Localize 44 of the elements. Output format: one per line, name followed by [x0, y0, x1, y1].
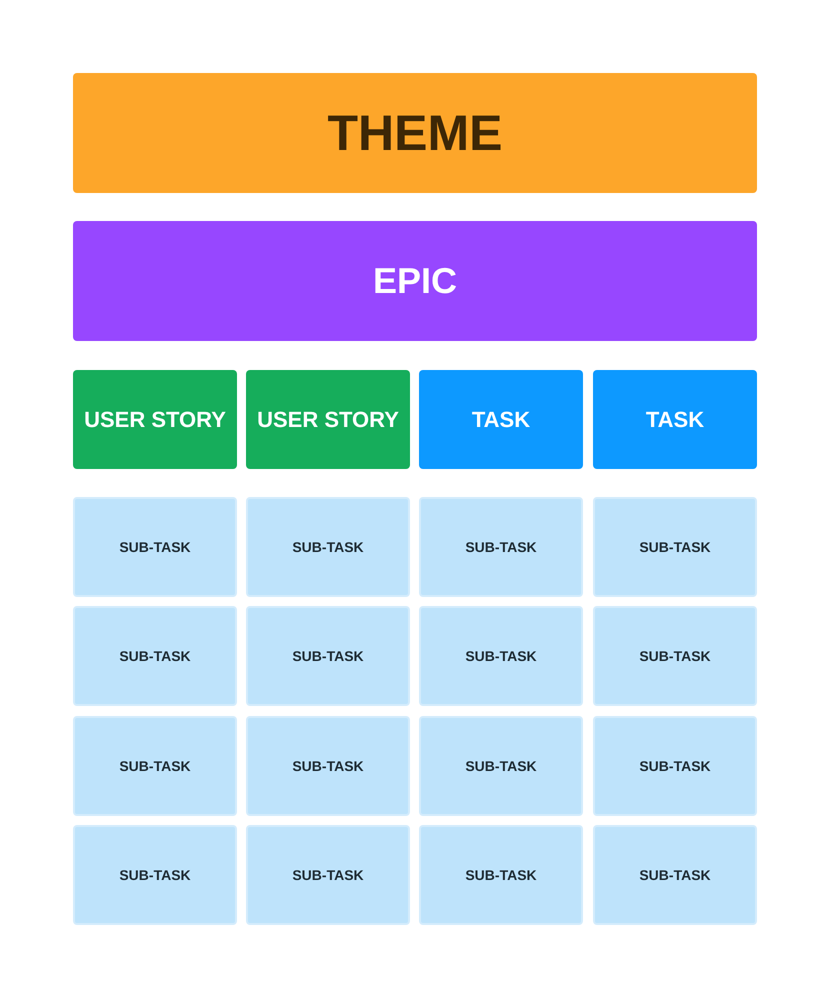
sub-task-card	[246, 716, 410, 816]
sub-task-label: SUB-TASK	[119, 648, 191, 664]
sub-task-label: SUB-TASK	[292, 758, 364, 774]
sub-task-card	[73, 825, 237, 925]
sub-task-label: SUB-TASK	[465, 758, 537, 774]
sub-task-label: SUB-TASK	[639, 648, 711, 664]
sub-task-label: SUB-TASK	[465, 648, 537, 664]
sub-task-label: SUB-TASK	[292, 648, 364, 664]
task-label: TASK	[472, 406, 530, 432]
sub-task-card	[419, 716, 583, 816]
sub-task-card	[246, 497, 410, 597]
sub-task-label: SUB-TASK	[639, 539, 711, 555]
sub-task-card	[73, 606, 237, 706]
task-card	[593, 370, 757, 469]
sub-task-label: SUB-TASK	[465, 867, 537, 883]
sub-task-card	[73, 716, 237, 816]
theme-bar	[73, 73, 757, 193]
epic-bar	[73, 221, 757, 341]
sub-task-card	[246, 825, 410, 925]
user-story-card	[73, 370, 237, 469]
task-card	[419, 370, 583, 469]
sub-task-card	[419, 497, 583, 597]
user-story-label: USER STORY	[257, 406, 399, 432]
user-story-label: USER STORY	[84, 406, 226, 432]
sub-task-label: SUB-TASK	[292, 539, 364, 555]
sub-task-card	[246, 606, 410, 706]
epic-label: EPIC	[372, 260, 458, 302]
sub-task-label: SUB-TASK	[119, 539, 191, 555]
sub-task-card	[593, 716, 757, 816]
sub-task-label: SUB-TASK	[465, 539, 537, 555]
sub-task-card	[419, 825, 583, 925]
sub-task-label: SUB-TASK	[119, 758, 191, 774]
sub-task-label: SUB-TASK	[639, 867, 711, 883]
sub-task-label: SUB-TASK	[119, 867, 191, 883]
sub-task-card	[593, 825, 757, 925]
task-label: TASK	[646, 406, 704, 432]
sub-task-card	[419, 606, 583, 706]
user-story-card	[246, 370, 410, 469]
sub-task-label: SUB-TASK	[292, 867, 364, 883]
sub-task-card	[593, 606, 757, 706]
sub-task-card	[73, 497, 237, 597]
sub-task-label: SUB-TASK	[639, 758, 711, 774]
sub-task-card	[593, 497, 757, 597]
theme-label: THEME	[328, 104, 502, 162]
